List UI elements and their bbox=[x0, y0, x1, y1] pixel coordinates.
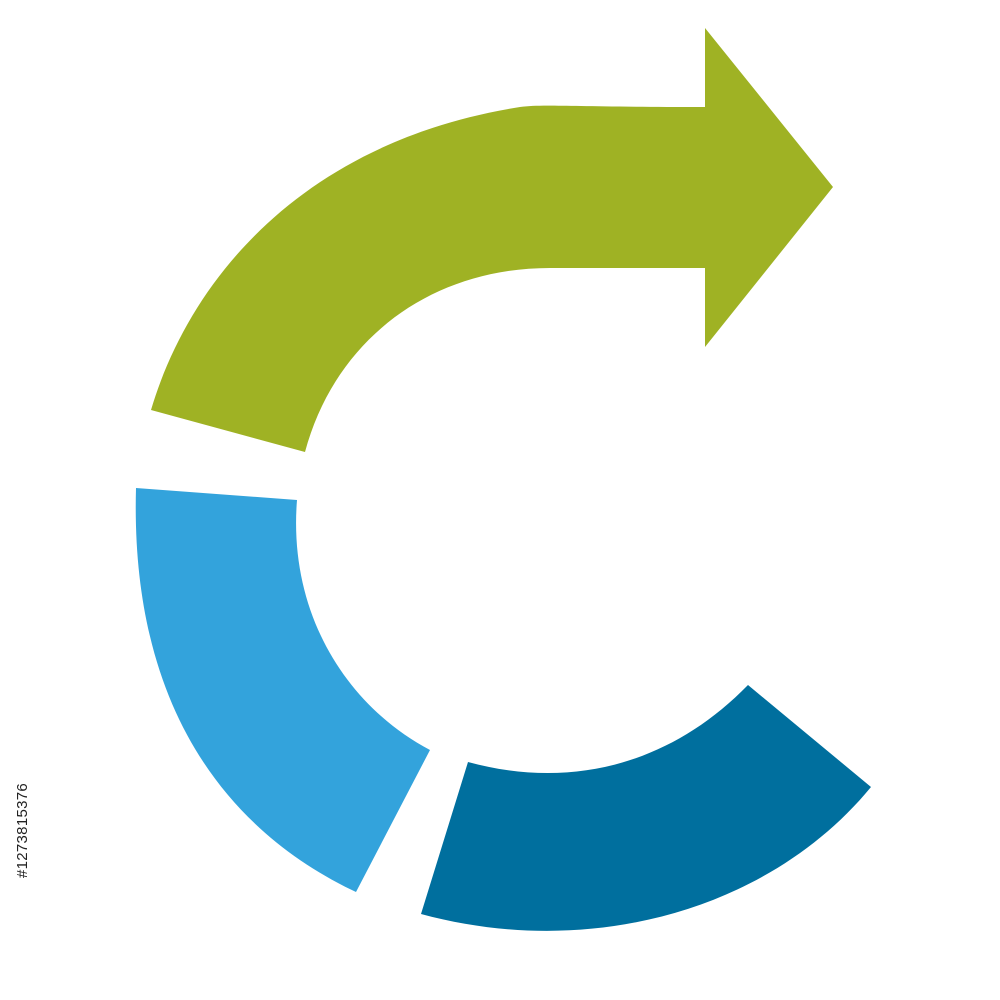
stock-id-watermark: #1273815376 bbox=[8, 755, 38, 905]
green-arrow-segment bbox=[151, 28, 833, 452]
light-blue-segment bbox=[135, 488, 430, 892]
dark-blue-segment bbox=[421, 685, 871, 931]
stock-id-text: #1273815376 bbox=[14, 782, 32, 878]
